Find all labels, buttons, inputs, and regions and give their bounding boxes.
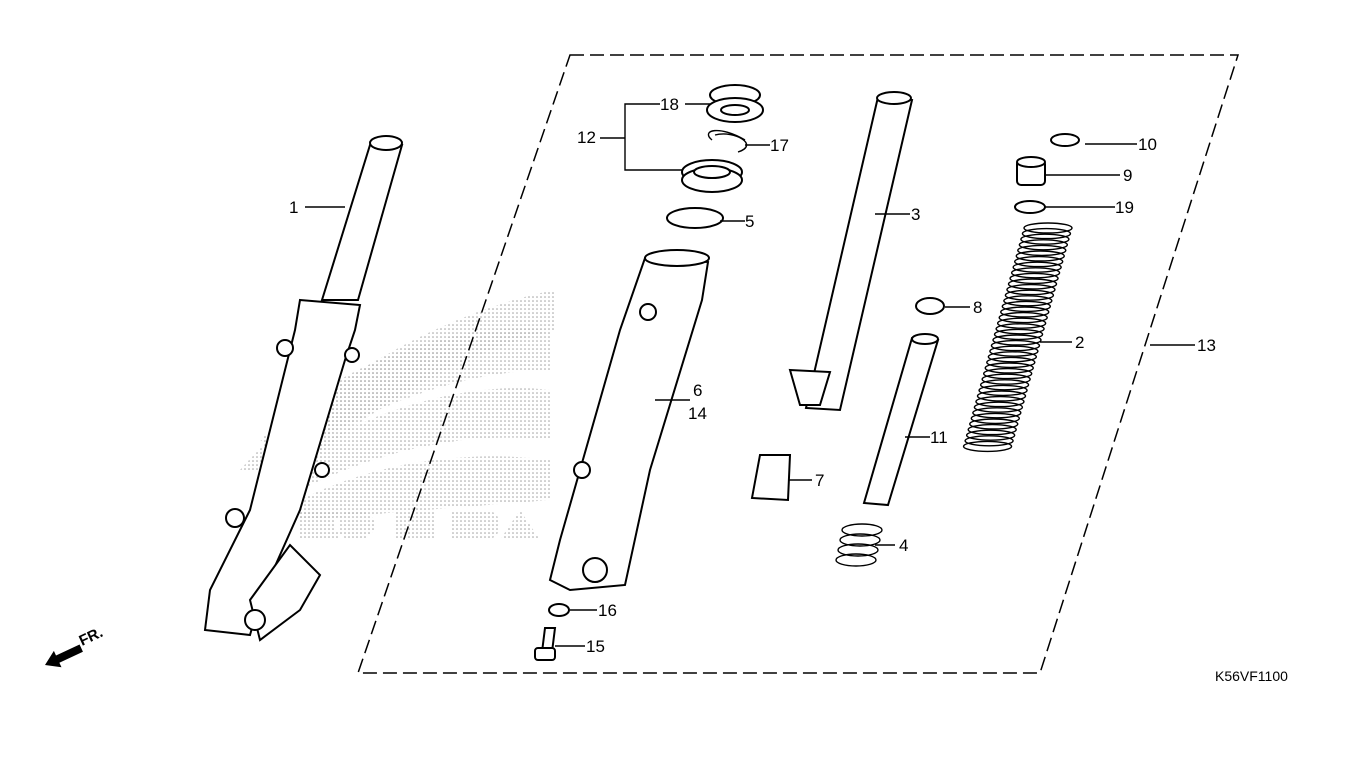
callout-7: 7	[815, 471, 824, 490]
spring-coil	[969, 418, 1019, 430]
spring-coil	[989, 345, 1039, 357]
fork-piston-part-11	[862, 333, 940, 507]
spring-coil	[970, 412, 1020, 425]
callout-13: 13	[1197, 336, 1216, 355]
diagram-code: K56VF1100	[1215, 668, 1288, 684]
spring-coil	[965, 429, 1016, 441]
callout-3: 3	[911, 205, 920, 224]
spring-coil	[981, 373, 1031, 385]
fork-bottom-case-part-6	[548, 249, 710, 592]
callout-2: 2	[1075, 333, 1084, 352]
spring-coil	[1010, 267, 1061, 279]
callout-10: 10	[1138, 135, 1157, 154]
spring-coil	[990, 339, 1041, 352]
callout-8: 8	[973, 298, 982, 317]
spring-coil	[967, 423, 1017, 436]
spring-coil	[975, 395, 1025, 408]
spring-coil	[987, 351, 1038, 363]
spring-coil	[1017, 244, 1067, 257]
ring-part-8	[915, 297, 945, 315]
spring-coil	[1001, 300, 1052, 313]
spring-coil	[1018, 239, 1069, 251]
honda-watermark-letters	[300, 510, 540, 540]
spring-coil	[1004, 289, 1055, 301]
callout-19: 19	[1115, 198, 1134, 217]
spring-coil	[1006, 283, 1056, 296]
leader-lines	[305, 103, 1195, 647]
kit-boundary	[356, 54, 1240, 674]
spring-coil	[1023, 222, 1073, 234]
spring-coil	[984, 362, 1034, 374]
spring-coil	[986, 356, 1036, 369]
spring-coil	[1015, 250, 1065, 262]
spring-coil	[964, 435, 1014, 447]
callout-1: 1	[289, 198, 298, 217]
spring-coil	[998, 311, 1048, 324]
spring-seat-part-9	[1016, 156, 1046, 186]
callout-9: 9	[1123, 166, 1132, 185]
spring-coil	[1012, 261, 1062, 273]
clip-part-17	[707, 129, 747, 153]
front-direction-label: FR.	[77, 624, 106, 650]
clip-part-10	[1050, 133, 1080, 147]
callout-6: 6	[693, 381, 702, 400]
spring-coil	[1007, 278, 1058, 290]
spring-coil	[1021, 227, 1072, 240]
callout-17: 17	[770, 136, 789, 155]
ring-part-5	[666, 207, 724, 229]
callout-15: 15	[586, 637, 605, 656]
rebound-spring-part-4	[835, 523, 883, 567]
spring-coil	[972, 407, 1022, 419]
front-direction-arrow-icon	[45, 644, 83, 668]
fork-pipe-part-3	[788, 91, 914, 412]
spring-coil	[996, 317, 1047, 329]
spring-coil	[1020, 233, 1070, 245]
spring-coil	[973, 401, 1024, 413]
callout-11: 11	[930, 428, 948, 447]
fork-assembly-part-1	[203, 135, 404, 642]
fork-spring-part-2	[962, 222, 1073, 453]
o-ring-part-19	[1014, 200, 1046, 214]
callout-4: 4	[899, 536, 908, 555]
spring-coil	[993, 328, 1044, 341]
spring-coil	[1003, 295, 1053, 307]
dust-seal-part-18	[706, 84, 764, 123]
washer-part-16	[548, 603, 570, 617]
callout-18: 18	[660, 95, 679, 114]
spring-coil	[962, 440, 1013, 453]
bolt-part-15	[534, 627, 557, 661]
callout-5: 5	[745, 212, 754, 231]
spring-coil	[1013, 255, 1064, 268]
spring-coil	[978, 384, 1028, 397]
spring-coil	[995, 323, 1045, 335]
callout-12: 12	[577, 128, 596, 147]
callout-14: 14	[688, 404, 707, 423]
spring-coil	[1000, 306, 1050, 318]
oil-seal-part-12	[681, 159, 743, 193]
spring-coil	[983, 367, 1033, 380]
collar-part-7	[750, 454, 792, 502]
spring-coil	[979, 379, 1030, 391]
callout-16: 16	[598, 601, 617, 620]
spring-coil	[992, 334, 1042, 346]
spring-coil	[1009, 272, 1059, 285]
spring-coil	[976, 390, 1027, 402]
